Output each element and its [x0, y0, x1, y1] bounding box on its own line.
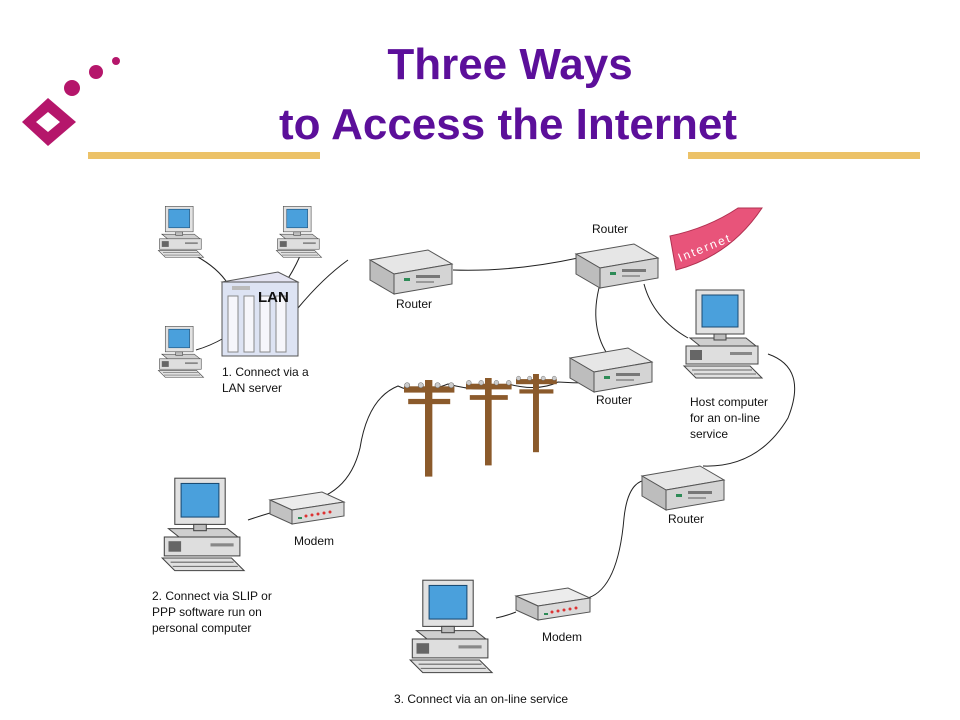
cable — [247, 512, 271, 521]
internet-band — [669, 207, 763, 271]
cable — [587, 479, 649, 599]
router-label: Router — [592, 222, 628, 236]
title-rule-left — [88, 152, 320, 159]
modem-icon — [515, 587, 591, 621]
bullet-dots-icon — [112, 57, 120, 65]
caption-host-computer: Host computer for an on-line service — [690, 395, 771, 441]
computer-icon — [409, 579, 493, 674]
cable — [297, 381, 619, 504]
cable — [702, 353, 796, 467]
slide-title-line-1: Three Ways — [387, 40, 633, 89]
router-label: Router — [668, 512, 704, 526]
telephone-pole-icon — [515, 373, 558, 453]
bullet-dots-icon — [64, 80, 80, 96]
caption-slip-ppp: 2. Connect via SLIP or PPP software run … — [152, 589, 275, 635]
router-icon — [641, 465, 725, 511]
router-icon — [569, 347, 653, 393]
bullet-dots-icon — [89, 65, 103, 79]
cable — [195, 255, 229, 285]
cable — [452, 257, 579, 271]
diamond-logo-icon — [22, 57, 120, 146]
computer-icon — [276, 206, 322, 258]
router-label: Router — [596, 393, 632, 407]
modem-icon — [269, 491, 345, 525]
router-icon — [369, 249, 453, 295]
cable — [297, 259, 349, 309]
cable — [495, 611, 517, 619]
cable — [643, 283, 689, 339]
telephone-pole-icon — [403, 379, 455, 477]
caption-lan: 1. Connect via a LAN server — [222, 365, 312, 395]
router-icon — [575, 243, 659, 289]
lan-badge: LAN — [258, 289, 289, 306]
slide-title-line-2: to Access the Internet — [278, 100, 738, 149]
computer-icon — [158, 206, 204, 258]
router-label: Router — [396, 297, 432, 311]
modem-label: Modem — [294, 534, 334, 548]
network-diagram: Internet — [148, 198, 810, 712]
computer-icon — [158, 326, 204, 378]
cable — [195, 337, 225, 351]
lan-server-icon: LAN — [220, 271, 300, 357]
computer-icon — [161, 477, 245, 572]
caption-online-service: 3. Connect via an on-line service — [394, 692, 568, 706]
computer-icon — [683, 289, 763, 379]
modem-label: Modem — [542, 630, 582, 644]
telephone-pole-icon — [465, 377, 512, 466]
cable — [595, 283, 611, 359]
title-rule-right — [688, 152, 920, 159]
